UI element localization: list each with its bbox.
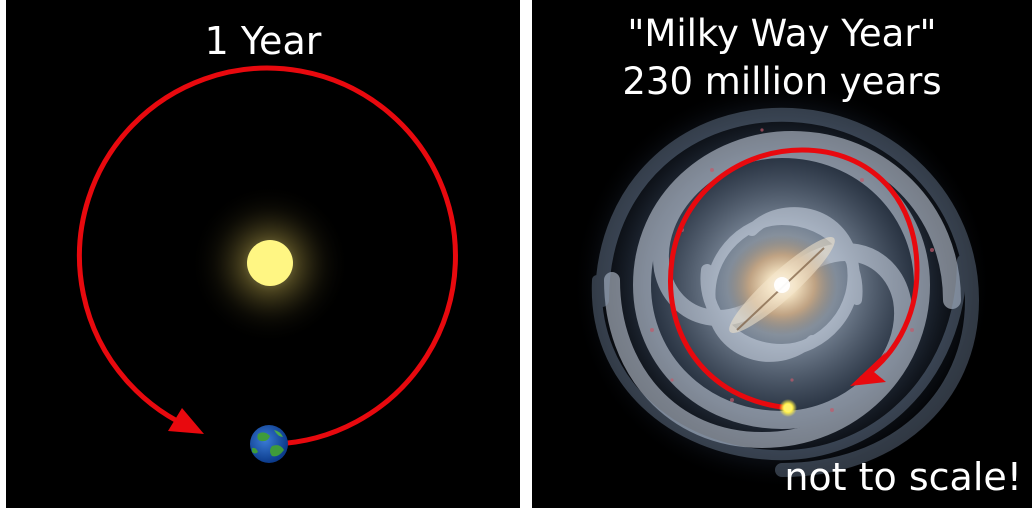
left-title: 1 Year (204, 19, 322, 63)
right-title-line2: 230 million years (622, 60, 942, 103)
right-title: "Milky Way Year" 230 million years (532, 10, 1032, 106)
milky-way-panel: "Milky Way Year" 230 million years not t… (532, 0, 1032, 508)
not-to-scale-note: not to scale! (784, 455, 1022, 499)
orbit-arrowhead (168, 408, 204, 434)
earth-icon (250, 425, 288, 463)
earth-orbit-diagram (77, 65, 458, 463)
right-title-line1: "Milky Way Year" (627, 12, 937, 55)
sun-icon (247, 240, 293, 286)
galactic-orbit-arrowhead (850, 352, 886, 386)
galactic-orbit-path (668, 147, 920, 411)
spiral-arms (604, 130, 961, 449)
earth-orbit-panel: 1 Year (6, 0, 520, 508)
orbit-path (77, 65, 458, 447)
galaxy-image (572, 80, 992, 490)
